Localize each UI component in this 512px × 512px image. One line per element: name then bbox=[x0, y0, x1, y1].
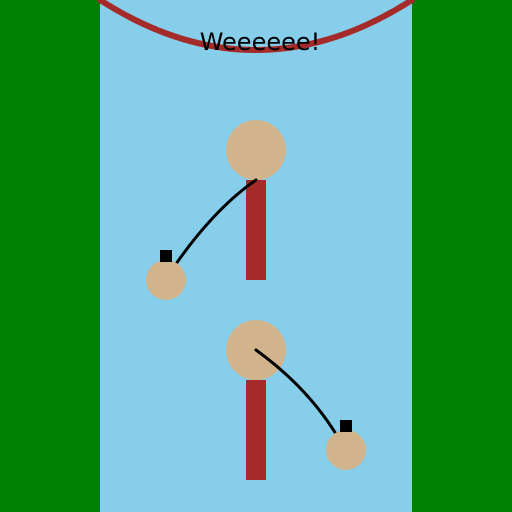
left-grass bbox=[0, 0, 100, 512]
handle-square bbox=[160, 250, 172, 262]
character-top bbox=[146, 120, 286, 300]
handle-square bbox=[340, 420, 352, 432]
body-bar bbox=[246, 180, 266, 280]
character-bottom bbox=[226, 320, 366, 480]
top-rope-arc bbox=[97, 0, 415, 53]
right-grass bbox=[412, 0, 512, 512]
hand-circle bbox=[326, 430, 366, 470]
head-circle bbox=[226, 120, 286, 180]
string-curve bbox=[174, 178, 258, 266]
hand-circle bbox=[146, 260, 186, 300]
caption-text: Weeeeee! bbox=[200, 28, 321, 56]
string-curve bbox=[254, 348, 338, 436]
body-bar bbox=[246, 380, 266, 480]
